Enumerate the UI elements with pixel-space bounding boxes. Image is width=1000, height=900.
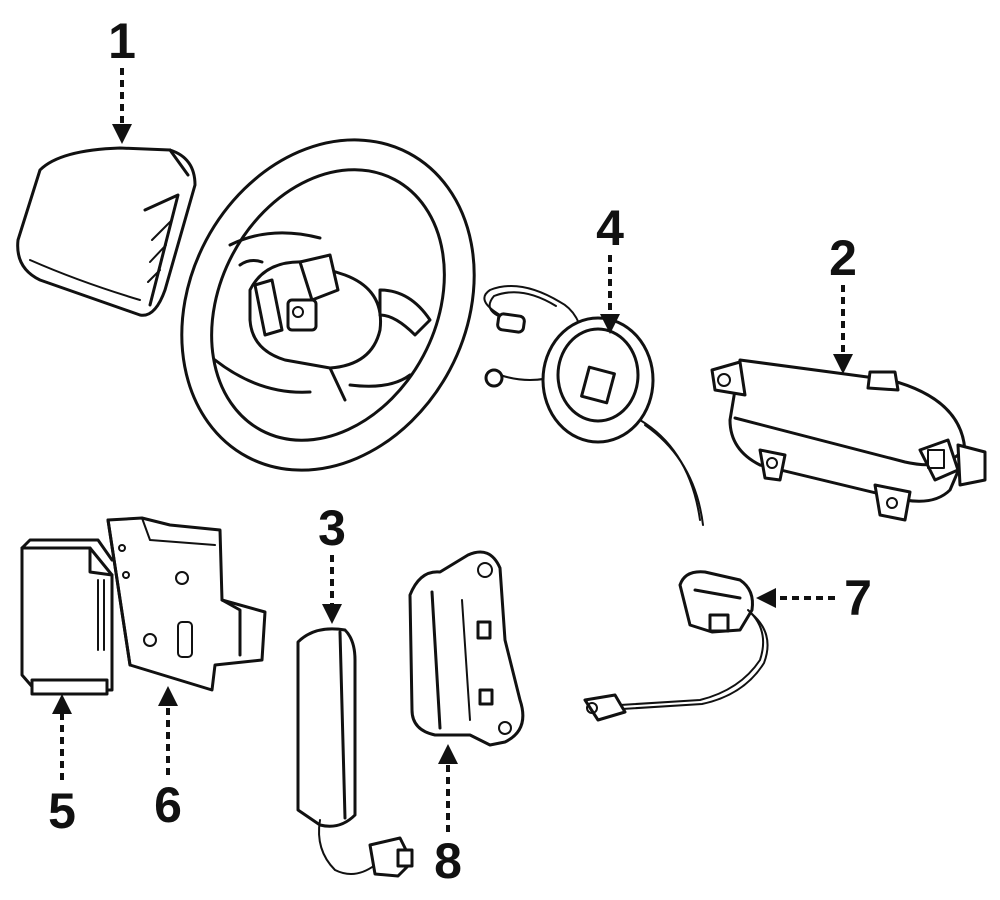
callout-1: 1	[108, 13, 136, 144]
callout-5: 5	[48, 694, 76, 839]
part-driver-airbag-cover	[16, 146, 197, 317]
callout-3: 3	[318, 500, 346, 624]
callout-3-label: 3	[318, 500, 346, 556]
callout-8-label: 8	[434, 833, 462, 889]
callout-2-label: 2	[829, 230, 857, 286]
callout-7-label: 7	[844, 570, 872, 626]
part-side-airbag	[296, 627, 414, 878]
part-steering-wheel	[180, 138, 476, 472]
callout-6-label: 6	[154, 777, 182, 833]
part-impact-sensor	[408, 550, 525, 747]
callout-4: 4	[596, 200, 624, 334]
part-clockspring	[483, 285, 704, 526]
part-sensor-harness	[583, 570, 769, 722]
part-module-bracket	[106, 516, 267, 692]
callout-1-label: 1	[108, 13, 136, 69]
callout-7: 7	[756, 570, 872, 626]
part-passenger-airbag	[710, 358, 987, 522]
callout-8: 8	[434, 744, 462, 889]
callout-2: 2	[829, 230, 857, 374]
callout-5-label: 5	[48, 783, 76, 839]
callout-4-label: 4	[596, 200, 624, 256]
callout-6: 6	[154, 686, 182, 833]
part-control-module	[20, 538, 114, 696]
